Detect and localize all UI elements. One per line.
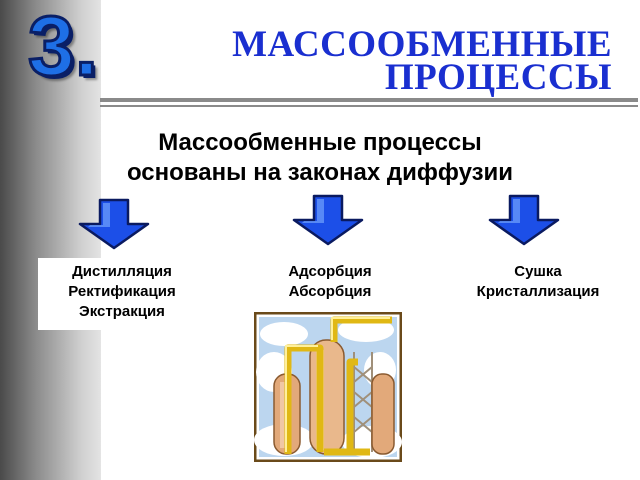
title-line-1: МАССООБМЕННЫЕ (232, 24, 612, 65)
down-arrow-icon (292, 194, 364, 246)
subtitle-line-2: основаны на законах диффузии (126, 159, 514, 186)
process-group-distillation: Дистилляция Ректификация Экстракция (38, 258, 206, 330)
subtitle-line-1: Массообменные процессы (158, 129, 482, 156)
process-label: Сушка (514, 263, 562, 280)
left-gradient-band (0, 0, 101, 480)
down-arrow-icon (78, 198, 150, 250)
industrial-plant-icon (254, 312, 402, 462)
title-divider (100, 98, 638, 102)
process-group-sorption: Адсорбция Абсорбция (262, 258, 398, 308)
title-divider-thin (100, 105, 638, 107)
slide-title: МАССООБМЕННЫЕ ПРОЦЕССЫ (232, 24, 612, 98)
process-label: Кристаллизация (476, 283, 600, 300)
subtitle: Массообменные процессы основаны на закон… (60, 128, 580, 188)
process-label: Экстракция (79, 303, 165, 320)
process-group-drying: Сушка Кристаллизация (456, 258, 620, 308)
process-label: Абсорбция (288, 283, 372, 300)
down-arrow-icon (488, 194, 560, 246)
slide-number: 3. (26, 0, 99, 93)
process-label: Ректификация (68, 283, 176, 300)
title-line-2: ПРОЦЕССЫ (384, 57, 612, 98)
process-label: Адсорбция (288, 263, 372, 280)
process-label: Дистилляция (72, 263, 172, 280)
